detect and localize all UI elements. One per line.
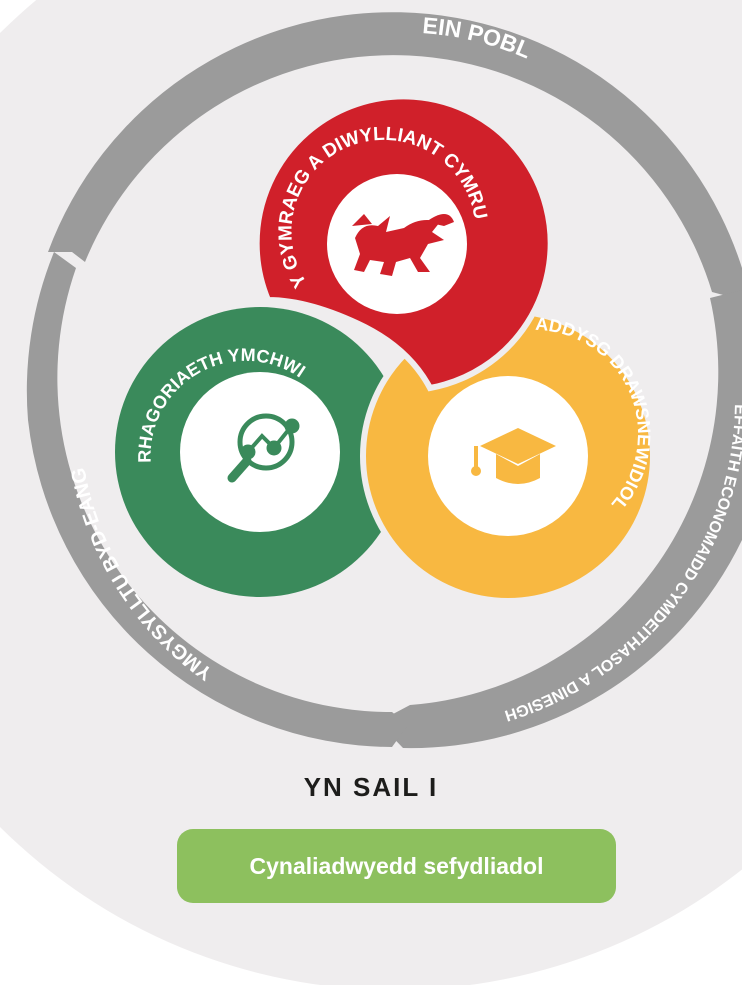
welsh-dragon-icon bbox=[352, 214, 454, 276]
research-magnifier-icon bbox=[227, 413, 300, 483]
ring-segment-left bbox=[26, 252, 408, 747]
foundation-pill: Cynaliadwyedd sefydliadol bbox=[177, 829, 616, 903]
circle-culture: Y GYMRAEG A DIWYLLIANT CYMRU bbox=[253, 93, 554, 392]
outer-ring bbox=[26, 12, 742, 749]
foundation-heading: YN SAIL I bbox=[303, 772, 439, 802]
ring-segment-top bbox=[48, 12, 742, 300]
graduation-cap-icon bbox=[471, 428, 556, 484]
ring-segment-right bbox=[378, 290, 742, 749]
